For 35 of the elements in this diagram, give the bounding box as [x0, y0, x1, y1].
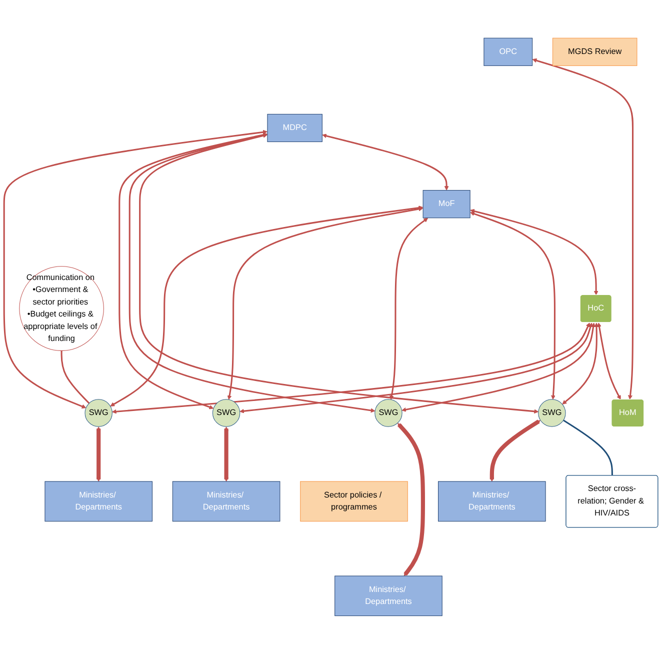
arrow — [490, 419, 540, 482]
arrow — [389, 217, 428, 400]
node-box: MDPC — [267, 114, 322, 142]
node-box: MoF — [422, 190, 470, 218]
node-circle: SWG — [212, 398, 240, 426]
arrow — [397, 422, 425, 576]
arrow — [470, 208, 598, 295]
arrow — [112, 322, 590, 414]
node-box: OPC — [484, 37, 533, 66]
arrow — [118, 132, 268, 409]
node-box: Ministries/ Departments — [438, 480, 546, 522]
arrow — [96, 426, 101, 482]
node-box: Ministries/ Departments — [44, 480, 152, 522]
connector — [60, 350, 90, 404]
arrow — [597, 322, 621, 400]
arrow — [110, 205, 424, 406]
arrow — [227, 206, 424, 400]
arrow — [402, 322, 596, 412]
arrow — [470, 211, 556, 400]
node-box: Ministries/ Departments — [172, 480, 280, 522]
node-circle: SWG — [84, 398, 112, 426]
arrow — [224, 426, 229, 482]
node-box: MGDS Review — [552, 37, 638, 66]
node-circle: SWG — [538, 398, 566, 426]
arrow — [532, 58, 634, 400]
node-box: Ministries/ Departments — [334, 575, 442, 616]
arrow — [3, 129, 268, 408]
node-circle: SWG — [374, 398, 402, 426]
arrow — [562, 322, 599, 404]
arrow — [128, 132, 376, 412]
arrow — [139, 133, 539, 414]
arrow — [322, 133, 449, 190]
node-box: Sector policies / programmes — [300, 480, 408, 522]
connector — [563, 419, 613, 476]
arrow — [240, 322, 593, 413]
